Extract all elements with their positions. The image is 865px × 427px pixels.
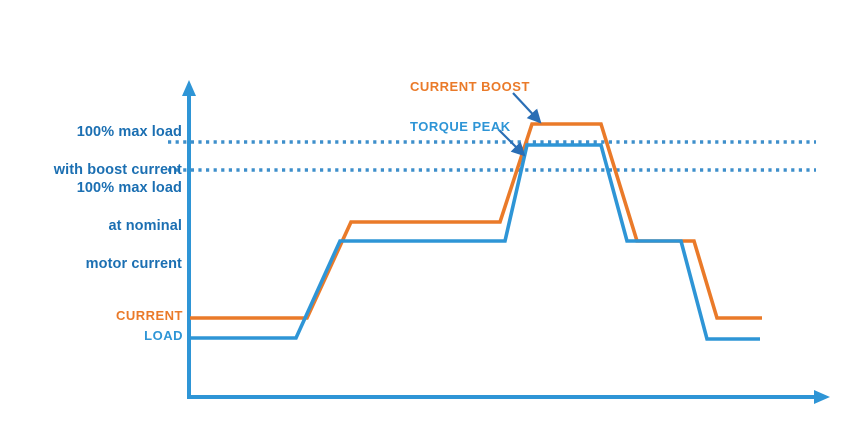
annotation-label-torque-peak: TORQUE PEAK	[410, 119, 511, 134]
reference-label-boost-limit-line1: 100% max load	[76, 124, 182, 140]
annotation-label-current-boost: CURRENT BOOST	[410, 79, 530, 94]
reference-label-nominal-limit-line3: motor current	[85, 256, 182, 272]
reference-label-nominal-limit: 100% max load at nominal motor current	[0, 160, 182, 293]
annotation-arrow-torque-peak	[498, 129, 526, 157]
reference-label-nominal-limit-line2: at nominal	[108, 218, 182, 234]
annotation-arrows-group	[498, 92, 542, 157]
series-label-load: LOAD	[144, 328, 183, 343]
reference-label-boost-limit: 100% max load with boost current	[0, 104, 182, 199]
reference-label-nominal-limit-line1: 100% max load	[76, 180, 182, 196]
y-axis-arrowhead	[182, 80, 196, 96]
reference-lines-group	[168, 140, 816, 172]
x-axis-arrowhead	[814, 390, 830, 404]
annotation-arrow-current-boost	[512, 92, 542, 124]
series-line-current	[190, 122, 762, 320]
series-label-current: CURRENT	[115, 308, 183, 323]
reference-label-boost-limit-line2: with boost current	[53, 162, 182, 178]
series-line-load	[190, 143, 760, 341]
axes-group	[182, 80, 830, 404]
